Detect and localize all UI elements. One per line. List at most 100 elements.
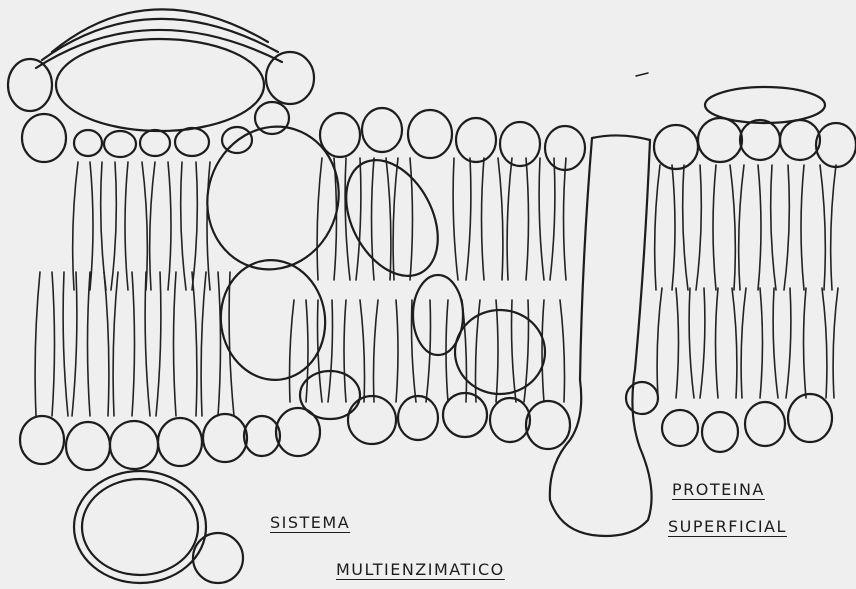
lipid-tail — [174, 272, 177, 416]
lipid-head — [740, 120, 780, 160]
lipid-tail — [542, 300, 544, 402]
lipid-tail — [739, 165, 744, 290]
lipid-tail — [822, 288, 827, 398]
lipid-tail — [360, 300, 365, 402]
lipid-tail — [396, 300, 398, 402]
lipid-tail — [784, 165, 789, 290]
lipid-tail — [466, 158, 471, 280]
lipid-head — [266, 52, 314, 104]
integral-protein — [550, 135, 652, 536]
lipid-head — [816, 123, 856, 167]
lipid-tail — [317, 158, 322, 280]
lipid-head — [74, 130, 102, 156]
lipid-tail — [125, 162, 128, 290]
lipid-tail — [657, 288, 662, 398]
lipid-tail — [201, 272, 206, 416]
lipid-head — [443, 393, 487, 437]
lipid-tail — [676, 288, 679, 398]
lipid-tail — [683, 165, 688, 290]
lipid-head — [408, 110, 452, 158]
lipid-tail — [730, 165, 735, 290]
lipid-tail — [564, 158, 567, 280]
label-sistema: SISTEMA — [270, 513, 350, 532]
lipid-head — [626, 382, 658, 414]
lipid-tail — [181, 162, 186, 290]
lipid-tail — [655, 165, 660, 290]
lipid-tail — [156, 272, 161, 416]
lipid-tail — [560, 300, 565, 402]
lipid-tail — [88, 272, 91, 416]
lipid-tail — [393, 158, 398, 280]
lipid-tail — [90, 162, 93, 290]
lipid-head — [702, 412, 738, 452]
lipid-tail — [760, 288, 763, 398]
lipid-tail — [453, 158, 458, 280]
lipid-tail — [113, 272, 118, 416]
multienzyme-proteins — [189, 109, 545, 419]
lipid-head — [654, 125, 698, 169]
lipid-head — [104, 131, 136, 157]
lipid-tail — [741, 288, 746, 398]
lipid-tail — [290, 300, 295, 402]
lipid-tail — [771, 165, 776, 290]
lipid-tail — [356, 158, 361, 280]
lipid-tail — [526, 158, 529, 280]
lipid-tail — [831, 165, 836, 290]
lipid-tail — [344, 300, 346, 402]
bottom-vesicle — [74, 471, 243, 583]
lipid-head — [140, 130, 170, 156]
lipid-tail — [550, 158, 555, 280]
lipid-tail — [142, 162, 147, 290]
lipid-tail — [758, 165, 761, 290]
lipid-tail — [229, 272, 234, 416]
lipid-tail — [168, 162, 171, 290]
lipid-tail — [732, 288, 737, 398]
top-left-surface-protein — [36, 9, 282, 131]
lipid-tail — [482, 158, 485, 280]
lipid-tail — [689, 288, 694, 398]
lipid-head — [490, 398, 530, 442]
lipid-tail — [696, 165, 701, 290]
lipid-tail — [306, 300, 308, 402]
lipid-tail — [150, 162, 155, 290]
lipid-tail — [192, 162, 197, 290]
lipid-tail — [104, 272, 109, 416]
lipid-head — [175, 128, 209, 156]
lipid-head — [8, 59, 52, 111]
lipid-tail — [145, 272, 150, 416]
lipid-tail — [833, 288, 838, 398]
lipid-tail — [716, 288, 719, 398]
lipid-tail — [700, 288, 705, 398]
label-multienzimatico: MULTIENZIMATICO — [336, 560, 505, 579]
lipid-tail — [801, 165, 804, 290]
lipid-tail — [804, 288, 807, 398]
lipid-head — [20, 416, 64, 464]
lipid-head — [788, 394, 832, 442]
lipid-tail — [507, 158, 512, 280]
lipid-head — [398, 396, 438, 440]
lipid-tail — [132, 272, 135, 416]
lipid-tail — [101, 162, 106, 290]
lipid-head — [244, 416, 280, 456]
lipid-tails — [35, 158, 838, 416]
lipid-tail — [512, 300, 517, 402]
lipid-head — [362, 108, 402, 152]
lipid-tail — [713, 165, 716, 290]
lipid-head — [662, 410, 698, 446]
lipid-head — [698, 118, 742, 162]
lipid-tail — [374, 300, 379, 402]
lipid-tail — [328, 300, 333, 402]
lipid-tail — [786, 288, 791, 398]
lipid-tail — [73, 162, 78, 290]
lipid-head — [745, 402, 785, 446]
lipid-tail — [72, 272, 77, 416]
lipid-head — [456, 118, 496, 162]
label-superficial: SUPERFICIAL — [668, 517, 787, 536]
lipid-head — [780, 120, 820, 160]
lipid-tail — [386, 158, 391, 280]
lipid-tail — [498, 158, 503, 280]
lipid-tail — [773, 288, 778, 398]
lipid-tail — [218, 272, 221, 416]
lipid-head — [348, 396, 396, 444]
